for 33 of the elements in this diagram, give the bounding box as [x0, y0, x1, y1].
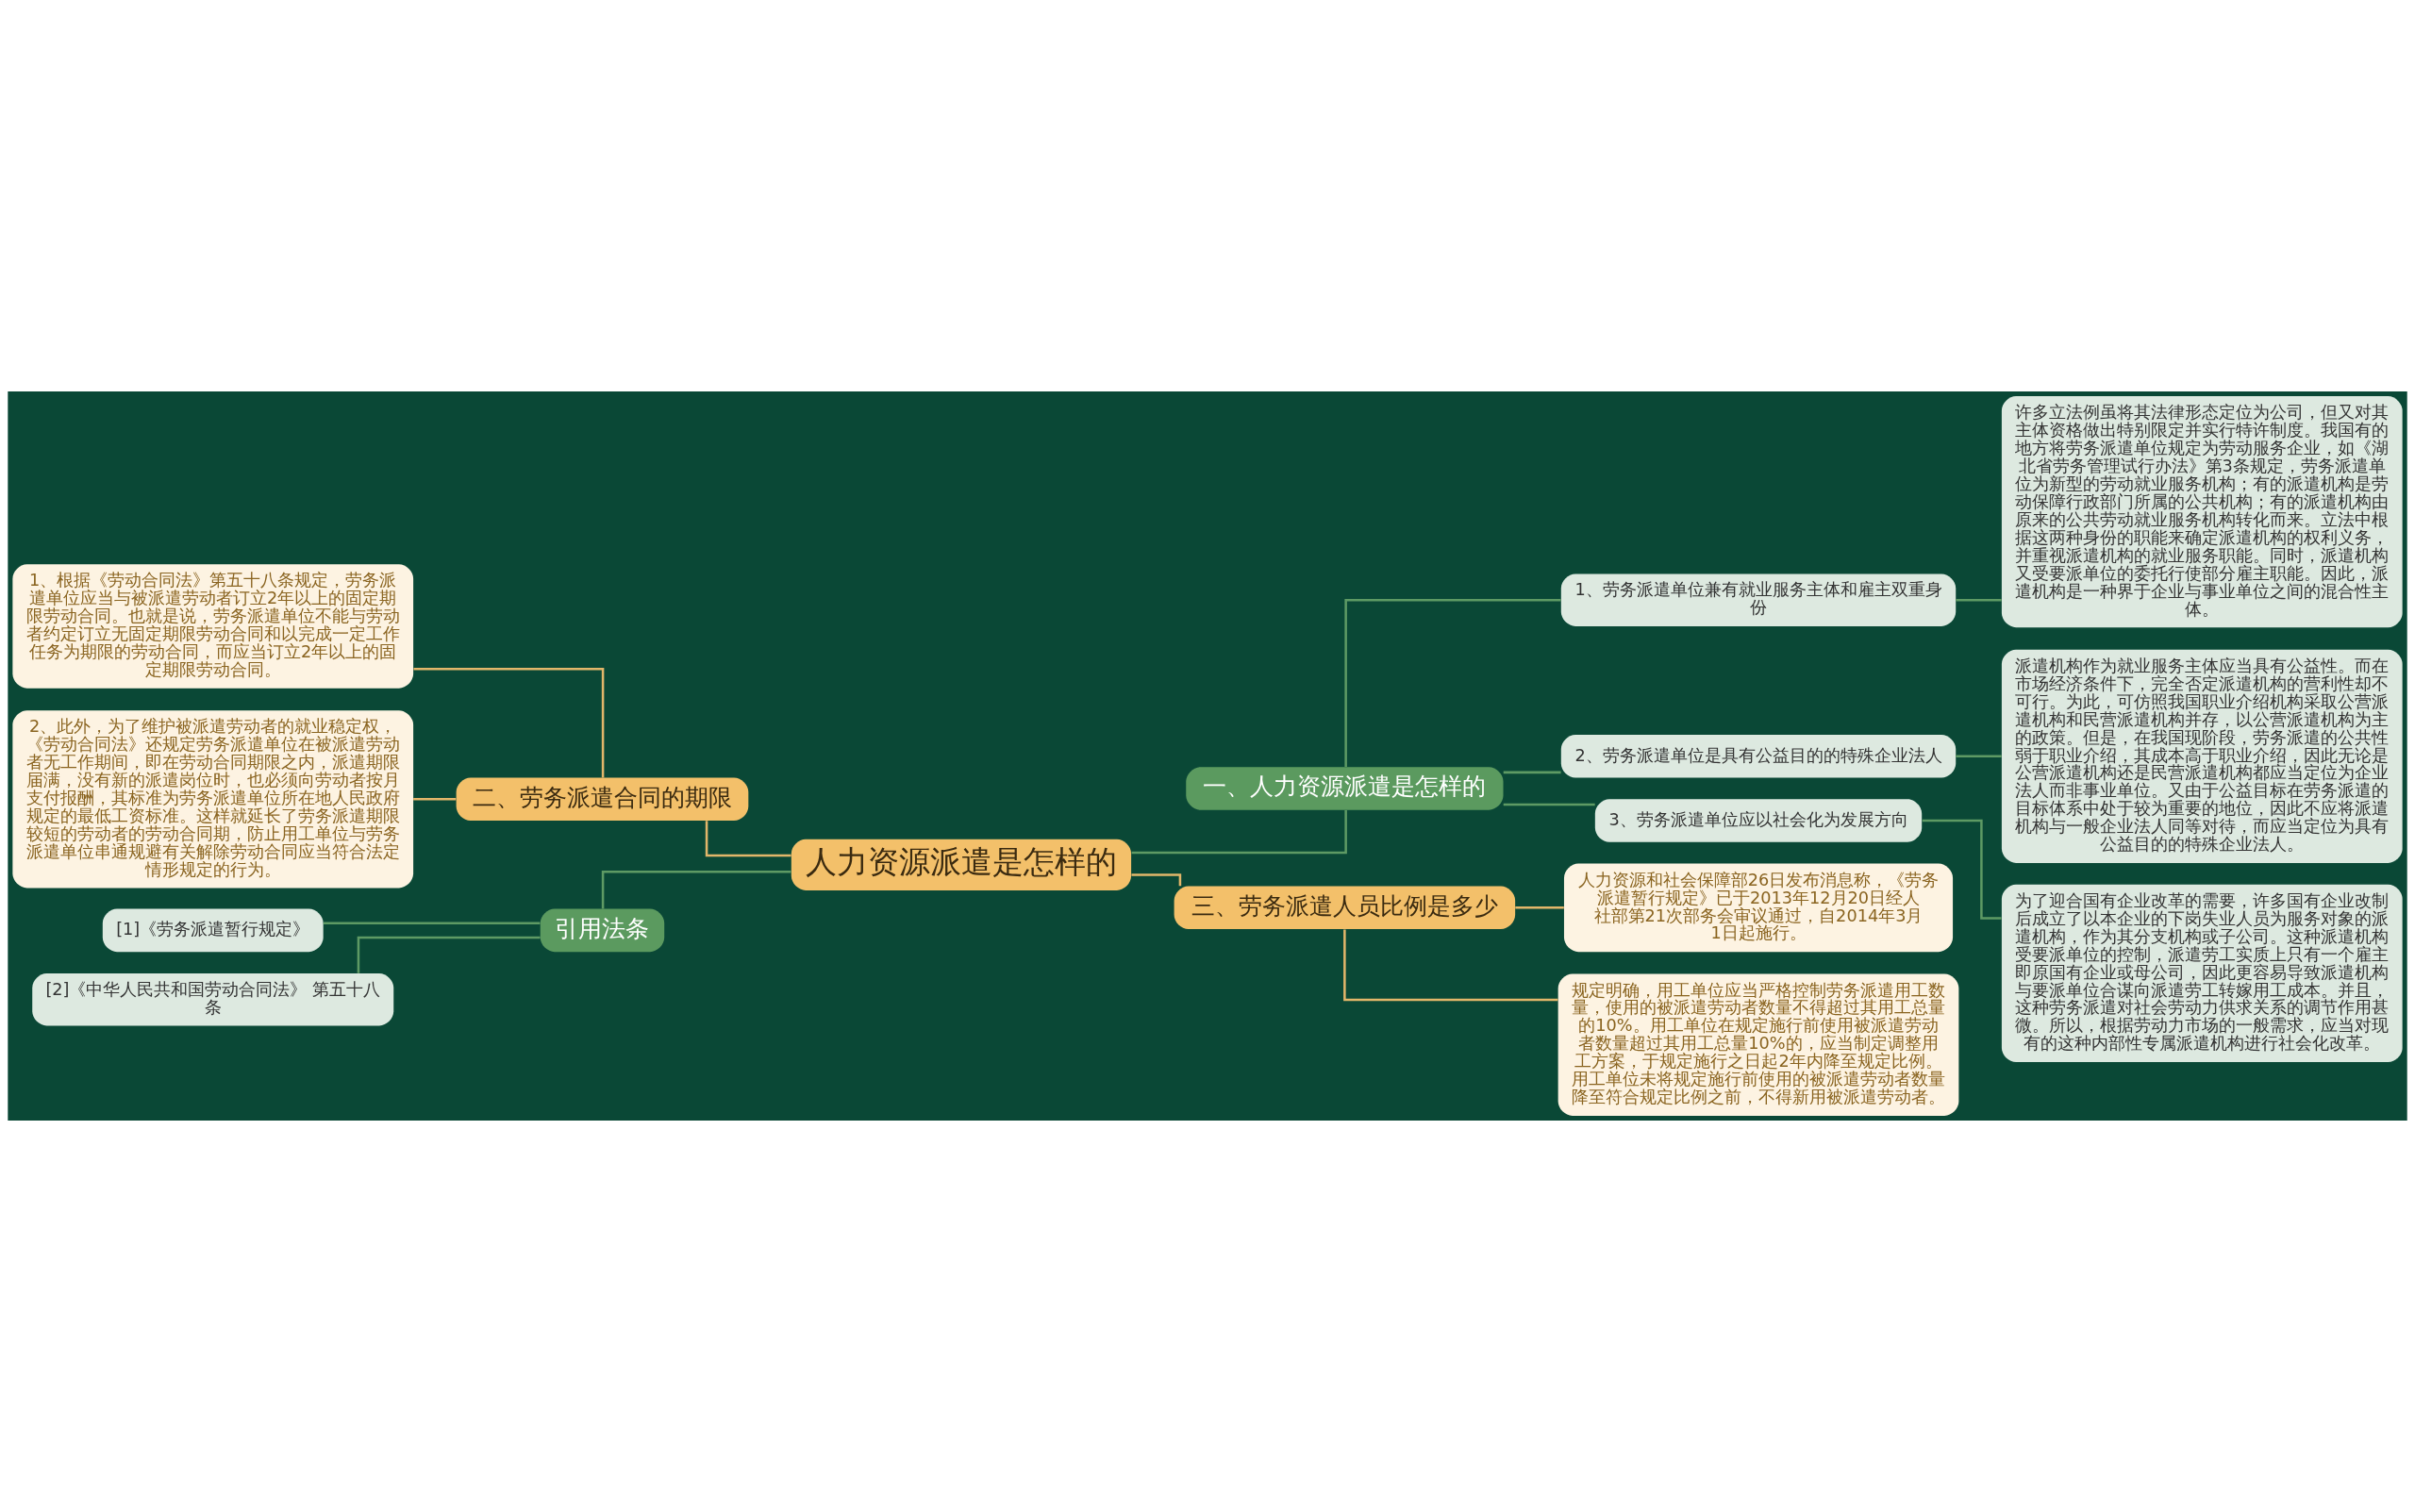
node-box: 2、劳务派遣单位是具有公益目的的特殊企业法人	[1560, 735, 1957, 778]
node-box: 人力资源和社会保障部26日发布消息称，《劳务派遣暂行规定》已于2013年12月20日经人社部第21次部务会审议通过，自2014年3月1日起施行。	[1563, 863, 1954, 953]
node-box: 1、根据《劳动合同法》第五十八条规定，劳务派遣单位应当与被派遣劳动者订立2年以上的固定期限劳动合同。也就是说，劳务派遣单位不能与劳动者约定订立无固定期限劳动合同和以完成一定工作任务为期限的劳动合同，而应当订立2年以上的固定期限劳动合同。	[12, 564, 414, 689]
node-box: [2]《中华人民共和国劳动合同法》 第五十八条	[32, 972, 394, 1026]
connector	[323, 922, 541, 925]
connector	[1131, 809, 1347, 855]
node-box: 派遣机构作为就业服务主体应当具有公益性。而在市场经济条件下，完全否定派遣机构的营利性却不可行。为此，可仿照我国职业介绍机构采取公营派遣机构和民营派遣机构并存，以公营派遣机构为主的政策。但是，在我国现阶段，劳务派遣的公共性弱于职业介绍，其成本高于职业介绍，因此无论是公营派遣机构还是民营派遣机构都应当定位为企业法人而非事业单位。又由于公益目标在劳务派遣的目标体系中处于较为重要的地位，因此不应将派遣机构与一般企业法人同等对待，而应当定位为具有公益目的的特殊企业法人。	[2001, 649, 2403, 863]
connector	[1503, 771, 1561, 774]
connector	[413, 667, 605, 778]
connector	[601, 870, 791, 909]
connector	[1344, 598, 1561, 768]
node-box: 2、此外，为了维护被派遣劳动者的就业稳定权，《劳动合同法》还规定劳务派遣单位在被派遣劳动者无工作期间，即在劳动合同期限之内，派遣期限届满，没有新的派遣岗位时，也必须向劳动者按月支付报酬，其标准为劳务派遣单位所在地人民政府规定的最低工资标准。这样就延长了劳务派遣期限较短的劳动者的劳动合同期，防止用工单位与劳务派遣单位串通规避有关解除劳动合同应当符合法定情形规定的行为。	[12, 710, 414, 889]
connector	[1131, 873, 1182, 887]
connector	[1515, 906, 1564, 909]
node-box: 3、劳务派遣单位应以社会化为发展方向	[1594, 799, 1923, 842]
connector	[1343, 929, 1558, 1002]
node-box: [1]《劳务派遣暂行规定》	[102, 908, 324, 953]
connector	[1956, 755, 2002, 758]
node-box: 三、劳务派遣人员比例是多少	[1174, 886, 1516, 930]
connector	[705, 821, 791, 857]
connector	[1503, 803, 1595, 806]
connector	[1956, 598, 2002, 602]
node-box: 许多立法例虽将其法律形态定位为公司，但又对其主体资格做出特别限定并实行特许制度。我国有的地方将劳务派遣单位规定为劳动服务企业，如《湖北省劳务管理试行办法》第3条规定，劳务派遣单位为新型的劳动就业服务机构；有的派遣机构是劳动保障行政部门所属的公共机构；有的派遣机构由原来的公共劳动就业服务机构转化而来。立法中根据这两种身份的职能来确定派遣机构的权利义务，并重视派遣机构的就业服务职能。同时，派遣机构又受要派单位的委托行使部分雇主职能。因此，派遣机构是一种界于企业与事业单位之间的混合性主体。	[2001, 396, 2403, 628]
connector	[413, 798, 457, 801]
node-box: 1、劳务派遣单位兼有就业服务主体和雇主双重身份	[1560, 573, 1957, 627]
node-box: 规定明确，用工单位应当严格控制劳务派遣用工数量，使用的被派遣劳动者数量不得超过其用工总量的10%。用工单位在规定施行前使用被派遣劳动者数量超过其用工总量10%的，应当制定调整用工方案，于规定施行之日起2年内降至规定比例。用工单位未将规定施行前使用的被派遣劳动者数量降至符合规定比例之前，不得新用被派遣劳动者。	[1557, 973, 1959, 1116]
connector	[357, 936, 541, 973]
node-box: 二、劳务派遣合同的期限	[456, 777, 749, 822]
connector	[1922, 819, 2002, 920]
node-box: 为了迎合国有企业改革的需要，许多国有企业改制后成立了以本企业的下岗失业人员为服务对象的派遣机构，作为其分支机构或子公司。这种派遣机构受要派单位的控制，派遣劳工实质上只有一个雇主即原国有企业或母公司，因此更容易导致派遣机构与要派单位合谋向派遣劳工转嫁用工成本。并且，这种劳务派遣对社会劳动力供求关系的调节作用甚微。所以，根据劳动力市场的一般需求，应当对现有的这种内部性专属派遣机构进行社会化改革。	[2001, 884, 2403, 1063]
node-box: 引用法条	[540, 908, 665, 953]
node-box: 一、人力资源派遣是怎样的	[1186, 767, 1504, 810]
node-box: 人力资源派遣是怎样的	[791, 839, 1132, 891]
